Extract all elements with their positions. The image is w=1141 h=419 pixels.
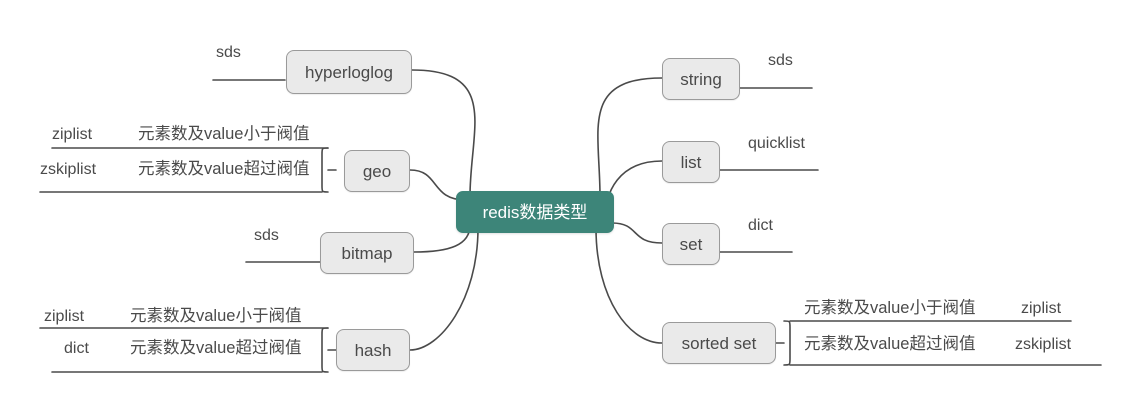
node-hyperloglog[interactable]: hyperloglog bbox=[286, 50, 412, 94]
node-set-label: set bbox=[679, 234, 703, 254]
label-geo-child-1-condition: 元素数及value小于阀值 bbox=[138, 125, 310, 143]
edge-center-string bbox=[597, 77, 663, 197]
label-bitmap-sds: sds bbox=[254, 227, 279, 244]
label-geo-child-2-type: zskiplist bbox=[40, 161, 97, 178]
node-sorted-set-label: sorted set bbox=[681, 333, 757, 353]
node-hash[interactable]: hash bbox=[336, 329, 410, 371]
edge-hash-bracket-arc bbox=[321, 327, 329, 373]
label-hyperloglog-sds: sds bbox=[216, 44, 241, 61]
label-sorted-set-child-2-type: zskiplist bbox=[1015, 336, 1072, 353]
node-string[interactable]: string bbox=[662, 58, 740, 100]
label-sorted-set-child-2-condition: 元素数及value超过阀值 bbox=[804, 335, 976, 353]
node-list-label: list bbox=[680, 152, 702, 172]
edge-center-hash bbox=[409, 227, 479, 351]
node-bitmap[interactable]: bitmap bbox=[320, 232, 414, 274]
edge-center-set bbox=[611, 222, 663, 244]
label-hash-child-1-condition: 元素数及value小于阀值 bbox=[130, 307, 302, 325]
node-string-label: string bbox=[680, 69, 722, 89]
edge-center-sortedset bbox=[595, 227, 663, 344]
center-node-label: redis数据类型 bbox=[482, 202, 588, 222]
node-list[interactable]: list bbox=[662, 141, 720, 183]
node-sorted-set[interactable]: sorted set bbox=[662, 322, 776, 364]
label-string-sds: sds bbox=[768, 52, 793, 69]
edge-sortedset-bracket-arc bbox=[783, 320, 791, 366]
label-list-quicklist: quicklist bbox=[748, 135, 805, 152]
edge-geo-bracket-arc bbox=[321, 147, 329, 193]
node-bitmap-label: bitmap bbox=[341, 243, 393, 263]
node-geo-label: geo bbox=[362, 161, 392, 181]
node-geo[interactable]: geo bbox=[344, 150, 410, 192]
edge-center-hyperloglog bbox=[411, 69, 476, 197]
label-sorted-set-child-1-condition: 元素数及value小于阀值 bbox=[804, 299, 976, 317]
center-node[interactable]: redis数据类型 bbox=[456, 191, 614, 233]
label-geo-child-2-condition: 元素数及value超过阀值 bbox=[138, 160, 310, 178]
label-geo-child-1-type: ziplist bbox=[52, 126, 93, 143]
label-hash-child-1-type: ziplist bbox=[44, 308, 85, 325]
label-sorted-set-child-1-type: ziplist bbox=[1021, 300, 1062, 317]
label-hash-child-2-condition: 元素数及value超过阀值 bbox=[130, 339, 302, 357]
node-hyperloglog-label: hyperloglog bbox=[305, 62, 393, 82]
node-hash-label: hash bbox=[354, 340, 392, 360]
label-hash-child-2-type: dict bbox=[64, 340, 89, 357]
label-set-dict: dict bbox=[748, 217, 773, 234]
node-set[interactable]: set bbox=[662, 223, 720, 265]
